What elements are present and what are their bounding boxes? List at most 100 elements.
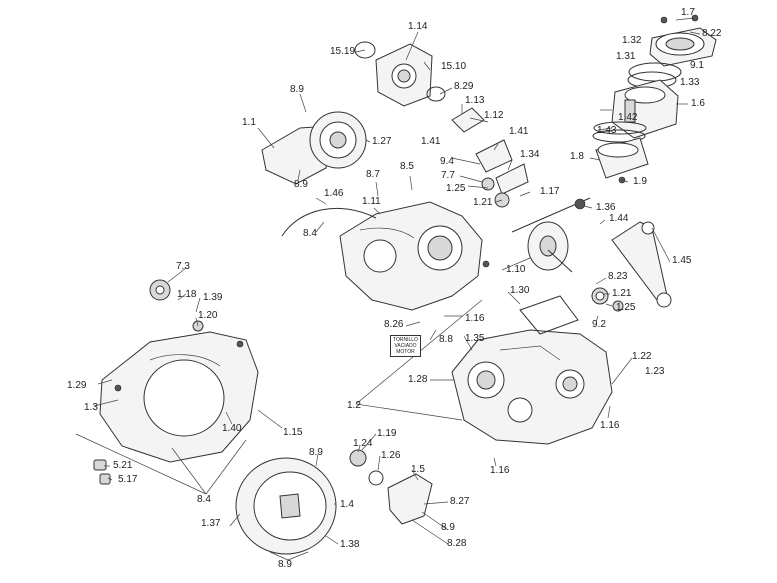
right-crankcase (451, 329, 613, 445)
callout-1-33: 1.33 (680, 77, 700, 88)
kickstart-gear (149, 279, 204, 332)
water-pump (349, 449, 433, 525)
callout-1-31: 1.31 (616, 51, 636, 62)
leader-lines (75, 17, 701, 561)
callout-1-41-a: 1.41 (509, 126, 529, 137)
callout-1-4: 1.4 (340, 499, 354, 510)
callout-1-12: 1.12 (484, 110, 504, 121)
carburetor (354, 41, 433, 107)
callout-1-22: 1.22 (632, 351, 652, 362)
callout-8-9-top: 8.9 (290, 84, 304, 95)
callout-1-32: 1.32 (622, 35, 642, 46)
callout-8-22: 8.22 (702, 28, 722, 39)
clutch-cover (99, 331, 259, 463)
callout-1-10: 1.10 (506, 264, 526, 275)
callout-1-2: 1.2 (347, 400, 361, 411)
callout-15-10: 15.10 (441, 61, 467, 72)
callout-8-4-b: 8.4 (197, 494, 211, 505)
piston-rings (592, 121, 647, 143)
callout-7-3: 7.3 (176, 261, 190, 272)
callout-1-38: 1.38 (340, 539, 360, 550)
callout-1-8: 1.8 (570, 151, 584, 162)
callout-1-43: 1.43 (597, 125, 617, 136)
outer-cover (235, 457, 337, 555)
callout-1-15: 1.15 (283, 427, 303, 438)
callout-9-1: 9.1 (690, 60, 704, 71)
callout-1-26: 1.26 (381, 450, 401, 461)
callout-8-29: 8.29 (454, 81, 474, 92)
main-bearings (591, 287, 624, 312)
callout-8-26: 8.26 (384, 319, 404, 330)
callout-1-21-b: 1.21 (612, 288, 632, 299)
callout-1-45: 1.45 (672, 255, 692, 266)
callout-1-27: 1.27 (372, 136, 392, 147)
callout-1-25-a: 1.25 (446, 183, 466, 194)
callout-1-14: 1.14 (408, 21, 428, 32)
callout-1-40: 1.40 (222, 423, 242, 434)
ignition-cover (261, 111, 367, 185)
callout-1-29: 1.29 (67, 380, 87, 391)
intake-clamp (426, 86, 446, 102)
callout-1-19: 1.19 (377, 428, 397, 439)
callout-1-11: 1.11 (362, 196, 381, 207)
callout-1-23: 1.23 (645, 366, 665, 377)
callout-1-7: 1.7 (681, 7, 695, 18)
callout-8-7: 8.7 (366, 169, 380, 180)
callout-9-2: 9.2 (592, 319, 606, 330)
intake-manifold (451, 107, 485, 133)
callout-1-16-a: 1.16 (465, 313, 485, 324)
callout-1-9: 1.9 (633, 176, 647, 187)
breather-hose (281, 207, 377, 237)
callout-8-28: 8.28 (447, 538, 467, 549)
callout-15-19: 15.19 (330, 46, 356, 57)
callout-1-18: 1.18 (177, 289, 197, 300)
callout-8-5: 8.5 (400, 161, 414, 172)
connecting-rod (611, 221, 672, 308)
torque-note-line3: MOTOR (396, 349, 415, 355)
callout-8-9-cover: 8.9 (278, 559, 292, 570)
callout-1-42: 1.42 (618, 112, 638, 123)
torque-note-line1: TORNILLO (393, 337, 418, 343)
callout-1-28: 1.28 (408, 374, 428, 385)
callout-1-20: 1.20 (198, 310, 218, 321)
callout-1-16-c: 1.16 (490, 465, 510, 476)
left-crankcase (339, 201, 490, 311)
callout-1-5: 1.5 (411, 464, 425, 475)
callout-8-9-bot: 8.9 (309, 447, 323, 458)
callout-1-17: 1.17 (540, 186, 560, 197)
callout-1-6: 1.6 (691, 98, 705, 109)
callout-1-41-b: 1.41 (421, 136, 441, 147)
cylinder-head (649, 14, 717, 67)
callout-1-46: 1.46 (324, 188, 344, 199)
callout-8-9-pump: 8.9 (441, 522, 455, 533)
oil-plugs (93, 459, 111, 485)
callout-1-34: 1.34 (520, 149, 540, 160)
callout-1-35: 1.35 (465, 333, 485, 344)
callout-1-37: 1.37 (201, 518, 221, 529)
callout-1-1: 1.1 (242, 117, 256, 128)
callout-5-17: 5.17 (118, 474, 138, 485)
reed-valve (475, 139, 529, 195)
callout-1-30: 1.30 (510, 285, 530, 296)
callout-8-4-a: 8.4 (303, 228, 317, 239)
callout-1-16-b: 1.16 (600, 420, 620, 431)
callout-9-4: 9.4 (440, 156, 454, 167)
crankshaft (511, 197, 591, 273)
callout-1-21-a: 1.21 (473, 197, 493, 208)
callout-1-24: 1.24 (353, 438, 373, 449)
callout-8-9-mid: 8.9 (294, 179, 308, 190)
callout-5-21: 5.21 (113, 460, 133, 471)
torque-note-line2: VACIADO (394, 343, 417, 349)
callout-1-3: 1.3 (84, 402, 98, 413)
cylinder-base-gasket (519, 295, 579, 335)
callout-1-25-b: 1.25 (616, 302, 636, 313)
callout-8-8: 8.8 (439, 334, 453, 345)
callout-1-44: 1.44 (609, 213, 629, 224)
callout-8-27: 8.27 (450, 496, 470, 507)
callout-1-13: 1.13 (465, 95, 485, 106)
callout-1-39: 1.39 (203, 292, 223, 303)
torque-note-box: TORNILLO VACIADO MOTOR (390, 335, 421, 357)
piston (595, 137, 649, 184)
callout-8-23: 8.23 (608, 271, 628, 282)
